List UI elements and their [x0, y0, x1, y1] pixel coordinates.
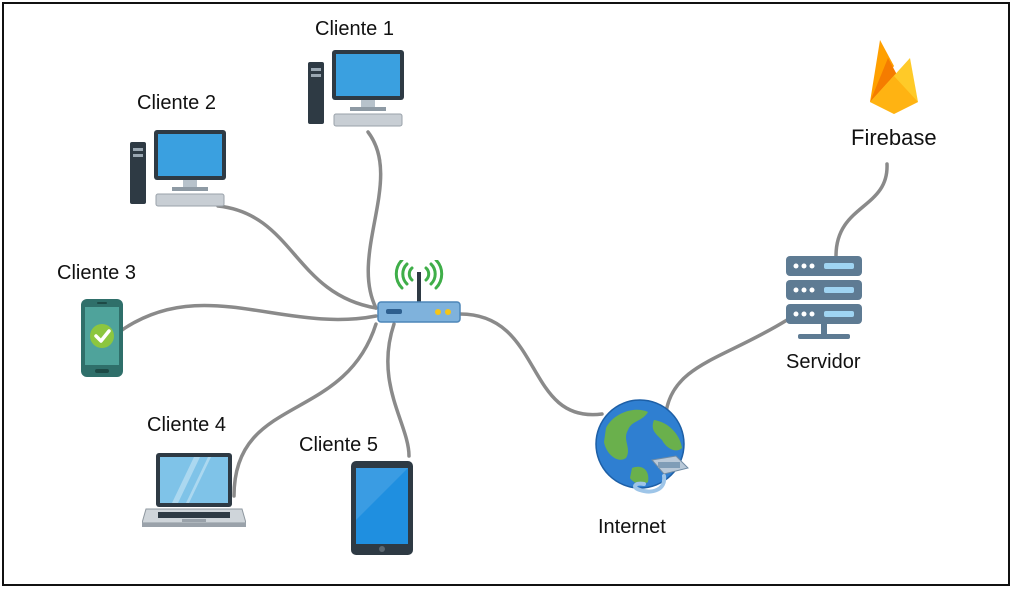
servidor-label: Servidor — [786, 351, 861, 373]
desktop-computer-icon — [128, 128, 228, 215]
tablet-icon — [350, 460, 414, 561]
cliente1-label: Cliente 1 — [315, 18, 394, 40]
globe-network-icon — [592, 398, 696, 507]
link-servidor-firebase — [834, 162, 889, 258]
link-router-internet — [458, 312, 604, 417]
cliente2-label: Cliente 2 — [137, 92, 216, 114]
link-cliente5-router — [386, 322, 411, 458]
internet-label: Internet — [598, 516, 666, 538]
laptop-icon — [141, 451, 247, 538]
link-cliente3-router — [120, 303, 378, 332]
desktop-computer-icon — [306, 48, 406, 135]
firebase-flame-icon — [868, 36, 920, 121]
link-cliente1-router — [366, 130, 383, 310]
smartphone-check-icon — [80, 298, 124, 383]
link-cliente4-router — [232, 322, 378, 498]
firebase-label: Firebase — [851, 125, 937, 150]
cliente4-label: Cliente 4 — [147, 414, 226, 436]
link-cliente2-router — [216, 204, 378, 310]
wifi-router-icon — [376, 258, 462, 331]
cliente3-label: Cliente 3 — [57, 262, 136, 284]
link-internet-servidor — [664, 318, 789, 414]
cliente5-label: Cliente 5 — [299, 434, 378, 456]
connection-links — [120, 130, 889, 498]
server-rack-icon — [784, 252, 864, 349]
